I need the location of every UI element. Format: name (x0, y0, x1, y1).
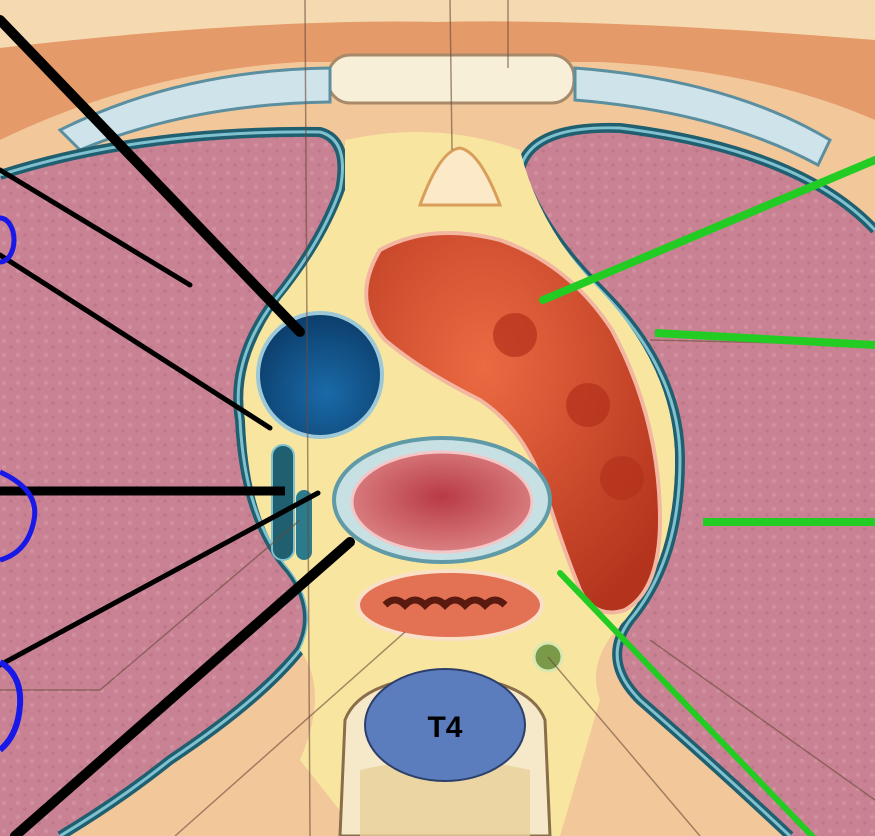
aortic-branch-spot-2 (566, 383, 610, 427)
phrenic-structure-left (272, 445, 294, 560)
aortic-branch-spot-1 (493, 313, 537, 357)
aortic-branch-spot-3 (600, 456, 644, 500)
superior-vena-cava (258, 313, 382, 437)
esophagus-lumen (385, 600, 505, 605)
trachea-lumen (352, 452, 532, 552)
vertebra-label: T4 (427, 711, 462, 744)
